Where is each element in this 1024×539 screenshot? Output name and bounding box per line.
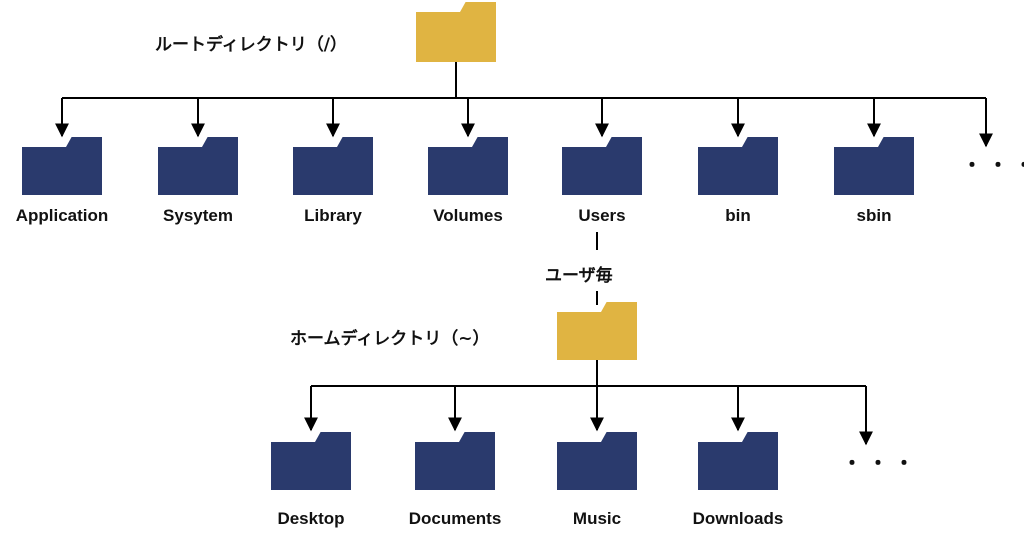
folder-bin-icon[interactable] [698,137,778,195]
label-documents: Documents [409,509,502,528]
label-desktop: Desktop [277,509,344,528]
folder-downloads-icon[interactable] [698,432,778,490]
folder-library-icon[interactable] [293,137,373,195]
folder-users-icon[interactable] [562,137,642,195]
root-more-ellipsis: ・・・ [962,153,1024,177]
folder-volumes-icon[interactable] [428,137,508,195]
root-folder-icon[interactable] [416,2,496,62]
label-sysytem: Sysytem [163,206,233,225]
per-user-label: ユーザ毎 [545,265,613,286]
folder-desktop-icon[interactable] [271,432,351,490]
folder-sbin-icon[interactable] [834,137,914,195]
label-application: Application [16,206,109,225]
label-bin: bin [725,206,751,225]
label-users: Users [578,206,625,225]
folder-sysytem-icon[interactable] [158,137,238,195]
label-downloads: Downloads [693,509,784,528]
root-directory-label: ルートディレクトリ（/） [155,34,347,55]
label-music: Music [573,509,621,528]
home-directory-label: ホームディレクトリ（~） [290,328,490,349]
folder-icons [22,2,914,490]
label-volumes: Volumes [433,206,503,225]
folder-documents-icon[interactable] [415,432,495,490]
label-sbin: sbin [857,206,892,225]
folder-labels: Application Sysytem Library Volumes Users bin… [16,206,892,528]
folder-music-icon[interactable] [557,432,637,490]
tree-connectors [55,62,993,446]
label-library: Library [304,206,362,225]
folder-application-icon[interactable] [22,137,102,195]
home-more-ellipsis: ・・・ [842,451,920,475]
home-folder-icon[interactable] [557,302,637,360]
